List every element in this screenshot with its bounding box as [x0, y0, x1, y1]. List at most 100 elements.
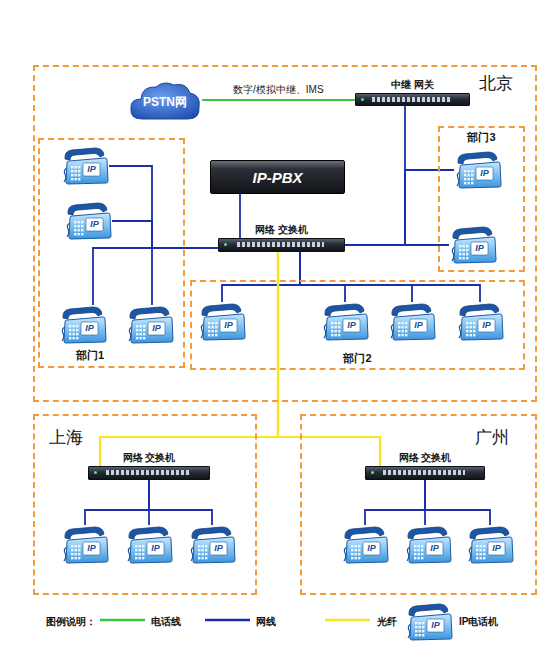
ip-phone: IP — [404, 525, 452, 565]
status-led — [224, 243, 227, 246]
ip-phone-symbol — [391, 304, 435, 340]
network-line — [109, 166, 218, 248]
ip-phone-symbol — [459, 304, 503, 340]
legend-phone-line — [100, 619, 145, 622]
phone-label: IP — [86, 218, 103, 231]
device-label: 网络 交换机 — [255, 224, 308, 236]
legend-phone-icon — [408, 604, 452, 640]
phone-label: IP — [426, 542, 443, 555]
network-switch: 网络 交换机 — [88, 452, 210, 480]
phone-label: IP — [476, 167, 493, 180]
cloud-outline — [131, 83, 199, 119]
ip-phone-symbol — [324, 304, 368, 340]
region-label: 广州 — [475, 428, 509, 448]
device-label: IP-PBX — [252, 169, 302, 186]
ip-phone-symbol — [64, 148, 108, 184]
ip-phone: IP — [61, 146, 109, 186]
device-chassis — [88, 466, 210, 480]
phone-label: IP — [427, 619, 444, 632]
phone-label: IP — [220, 319, 237, 332]
phone-label-holder: IP — [427, 619, 444, 632]
city-region: 上海网络 交换机 IP IP IP — [33, 414, 257, 595]
phone-label: IP — [343, 319, 360, 332]
ip-phone: IP — [188, 525, 236, 565]
ip-phone: IP — [321, 302, 369, 342]
line-label-holder: 数字/模拟中继、IMS — [231, 79, 326, 97]
network-switch: 网络 交换机 — [365, 452, 485, 480]
cloud-label: PSTN网 — [143, 94, 187, 111]
legend-heading: 图例说明： — [46, 616, 96, 627]
ip-phone-symbol — [344, 527, 388, 563]
device-label: 中继 网关 — [391, 79, 434, 91]
ip-phone-symbol — [128, 527, 172, 563]
ip-phone-icon — [61, 146, 109, 186]
phone-label: IP — [363, 542, 380, 555]
port-row — [383, 470, 466, 475]
legend-text: IP电话机 — [459, 616, 498, 627]
fiber-line — [278, 252, 380, 466]
legend-text-holder: 网线 — [256, 611, 276, 629]
region-label: 部门3 — [467, 131, 495, 144]
ip-phone-icon — [126, 305, 174, 345]
network-line — [239, 194, 241, 238]
device-chassis — [355, 93, 470, 106]
network-line — [300, 252, 412, 302]
legend-text-holder: IP电话机 — [459, 611, 498, 629]
ip-phone: IP — [449, 225, 497, 265]
port-row — [106, 470, 190, 475]
network-line — [345, 106, 405, 245]
network-line — [365, 480, 425, 525]
phone-label: IP — [81, 322, 98, 335]
phone-label: IP — [148, 322, 165, 335]
device-label: 网络 交换机 — [123, 452, 176, 464]
ip-phone-icon — [449, 225, 497, 265]
port-row — [372, 97, 451, 102]
ip-phone: IP — [61, 525, 109, 565]
ip-phone-icon — [59, 305, 107, 345]
ip-phone-icon — [404, 525, 452, 565]
ip-phone-icon — [454, 150, 502, 190]
network-line — [93, 248, 218, 305]
ip-phone: IP — [341, 525, 389, 565]
network-line — [222, 252, 300, 302]
phone-label: IP — [147, 542, 164, 555]
ip-phone-icon — [466, 525, 514, 565]
ip-phone-icon — [61, 525, 109, 565]
legend-text: 电话线 — [151, 616, 181, 627]
phone-label: IP — [471, 242, 488, 255]
region-label: 上海 — [49, 428, 83, 448]
ip-phone: IP — [198, 302, 246, 342]
city-region: 广州网络 交换机 IP IP IP — [300, 414, 537, 595]
network-line — [300, 252, 345, 302]
ip-phone-symbol — [201, 304, 245, 340]
ip-phone: IP — [454, 150, 502, 190]
phone-label: IP — [83, 163, 100, 176]
phone-label: IP — [478, 319, 495, 332]
ip-phone-symbol — [452, 227, 496, 263]
ip-phone-icon — [125, 525, 173, 565]
legend-fiber-line — [325, 619, 370, 622]
ip-phone-symbol — [457, 152, 501, 188]
device-chassis — [365, 466, 485, 480]
ip-phone-icon — [188, 525, 236, 565]
ip-phone-symbol — [407, 527, 451, 563]
ip-phone-icon — [198, 302, 246, 342]
port-row — [237, 242, 325, 247]
ip-phone-symbol — [191, 527, 235, 563]
network-line — [149, 480, 212, 525]
department-region: 部门1IPIPIPIP — [38, 138, 185, 368]
phone-line — [202, 99, 355, 101]
network-line — [425, 480, 490, 525]
city-region: 北京PSTN网中继 网关IP-PBX部门1IPIPIPIP部门3IPIP网络 交… — [33, 65, 537, 402]
fiber-line — [100, 252, 278, 466]
ip-phone: IP — [126, 305, 174, 345]
legend-heading-holder: 图例说明： — [46, 611, 96, 629]
device-label: 网络 交换机 — [399, 452, 452, 464]
device-chassis — [218, 238, 345, 252]
status-led — [94, 471, 97, 474]
ip-phone-icon — [341, 525, 389, 565]
phone-label: IP — [488, 542, 505, 555]
phone-label: IP — [210, 542, 227, 555]
ip-phone-symbol — [67, 203, 111, 239]
ip-phone: IP — [466, 525, 514, 565]
